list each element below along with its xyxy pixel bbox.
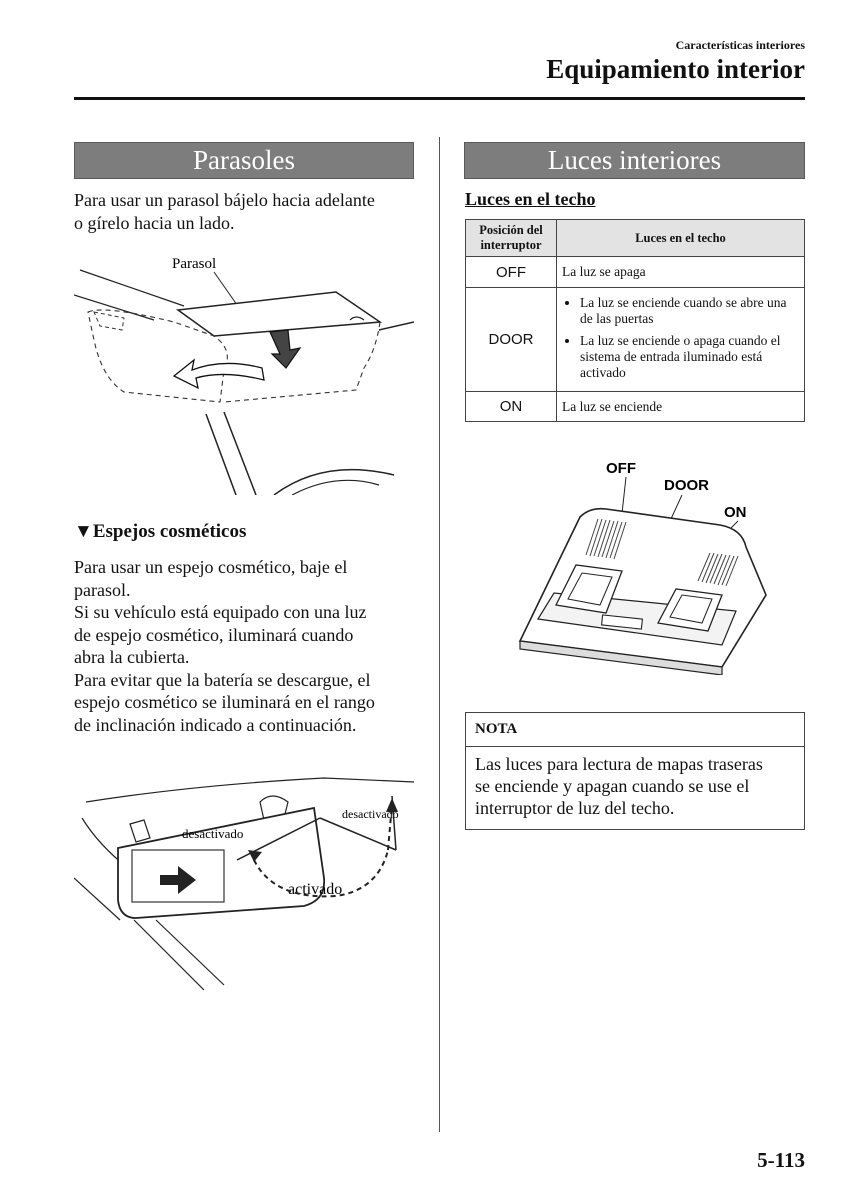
roof-lights-subtitle: Luces en el techo xyxy=(465,189,596,209)
intro-line: Para usar un parasol bájelo hacia adelan… xyxy=(74,190,375,210)
on-label: ON xyxy=(724,504,747,521)
mirrors-line: Para evitar que la batería se descargue,… xyxy=(74,669,371,690)
mirrors-line: de espejo cosmético, iluminará cuando xyxy=(74,624,354,645)
position-off: OFF xyxy=(465,256,557,288)
nota-title: NOTA xyxy=(466,713,804,747)
section-title: Características interiores xyxy=(675,38,805,52)
parasoles-heading: Parasoles xyxy=(74,142,414,179)
lights-header: Luces en el techo xyxy=(556,219,805,257)
position-header: Posición del interruptor xyxy=(465,219,557,257)
table-row: DOOR La luz se enciende cuando se abre u… xyxy=(465,287,805,392)
door-label: DOOR xyxy=(664,477,709,494)
mirrors-title: Espejos cosméticos xyxy=(92,521,247,542)
mirrors-line: abra la cubierta. xyxy=(74,647,190,667)
lights-table: Posición del interruptor Luces en el tec… xyxy=(465,219,805,422)
intro-line: o gírelo hacia un lado. xyxy=(74,212,235,233)
mirrors-text: Para usar un espejo cosmético, baje el p… xyxy=(74,556,375,736)
nota-line: se enciende y apagan cuando se use el xyxy=(475,776,750,796)
page-title: Equipamiento interior xyxy=(546,54,805,84)
overhead-light-figure: OFF DOOR ON xyxy=(518,460,767,675)
position-door: DOOR xyxy=(465,287,557,392)
triangle-marker-icon: ▼ xyxy=(74,521,93,542)
bullet-item: La luz se enciende cuando se abre una de… xyxy=(580,295,799,327)
off-label: OFF xyxy=(606,460,636,477)
position-on: ON xyxy=(465,391,557,422)
mirrors-line: Si su vehículo está equipado con una luz xyxy=(74,602,367,622)
mirrors-line: Para usar un espejo cosmético, baje el xyxy=(74,557,348,577)
nota-box: NOTA Las luces para lectura de mapas tra… xyxy=(465,712,805,830)
table-header-row: Posición del interruptor Luces en el tec… xyxy=(465,219,805,257)
parasoles-intro: Para usar un parasol bájelo hacia adelan… xyxy=(74,189,375,234)
nota-text: Las luces para lectura de mapas traseras… xyxy=(466,747,804,829)
nota-line: Las luces para lectura de mapas traseras xyxy=(475,754,763,774)
desc-door: La luz se enciende cuando se abre una de… xyxy=(556,287,805,392)
column-divider xyxy=(439,137,440,1132)
table-row: ON La luz se enciende xyxy=(465,391,805,422)
desactivado-right-label: desactivado xyxy=(342,807,399,821)
page-number: 5-113 xyxy=(757,1148,805,1172)
desc-off: La luz se apaga xyxy=(556,256,805,288)
mirrors-line: parasol. xyxy=(74,579,131,600)
mirrors-heading: ▼Espejos cosméticos xyxy=(74,521,246,543)
header-line: Posición del xyxy=(479,223,543,237)
vanity-mirror-figure: desactivado desactivado activado xyxy=(74,777,415,990)
mirrors-line: espejo cosmético se iluminará en el rang… xyxy=(74,692,375,712)
sun-visor-figure: Parasol xyxy=(74,256,414,495)
desc-on: La luz se enciende xyxy=(556,391,805,422)
luces-heading: Luces interiores xyxy=(464,142,805,179)
desactivado-left-label: desactivado xyxy=(182,826,243,841)
header-line: interruptor xyxy=(480,238,542,252)
nota-line: interruptor de luz del techo. xyxy=(475,798,675,818)
parasol-label: Parasol xyxy=(172,256,216,272)
activado-label: activado xyxy=(288,881,342,898)
table-row: OFF La luz se apaga xyxy=(465,256,805,288)
header-rule xyxy=(74,97,805,100)
mirrors-line: de inclinación indicado a continuación. xyxy=(74,714,357,735)
bullet-item: La luz se enciende o apaga cuando el sis… xyxy=(580,333,799,381)
